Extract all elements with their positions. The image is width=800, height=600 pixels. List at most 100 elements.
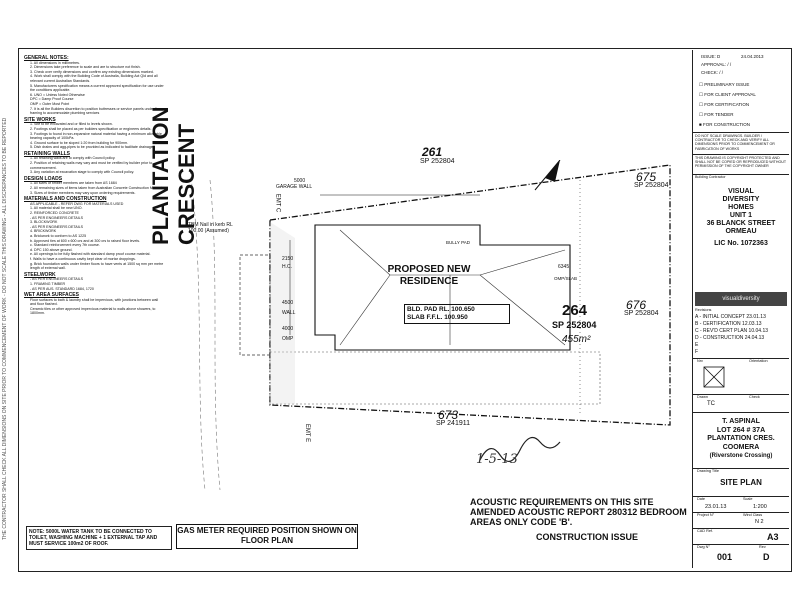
note-item: 3. BLOCKWORK: [30, 220, 58, 225]
dim-2150: 2150: [282, 256, 294, 262]
revisions-list: A - INITIAL CONCEPT 23.01.13 B - CERTIFI…: [695, 314, 787, 356]
note-item: 2. Position of retaining walls may vary …: [30, 161, 153, 170]
checkbox-construction[interactable]: ■ FOR CONSTRUCTION: [699, 122, 750, 127]
note-item: - AS PER AUS. STANDARD 1684, 1720: [30, 286, 94, 291]
lot-area: 455m²: [562, 334, 591, 345]
note-item: c. Standard reinforcement every 7th cour…: [30, 243, 100, 248]
client-name: T. ASPINAL: [722, 418, 760, 425]
garage-label: GARAGE WALL: [276, 184, 313, 190]
checkbox-label: PRELIMINARY ISSUE: [704, 82, 750, 87]
note-item: b. Approved ties at 600 x 600 crs and at…: [30, 238, 141, 243]
north-point-icon: [703, 366, 725, 388]
note-item: d. DPC 150 above ground.: [30, 247, 73, 252]
dwg-label: Dwg N°: [697, 545, 710, 549]
note-item: 5. Dish drains and agg-pipes to be provi…: [30, 145, 154, 150]
note-item: 6. UNO = Unless Noted Otherwise: [30, 92, 85, 97]
note-item: 4. Work shall comply with the Building C…: [30, 74, 158, 83]
checkbox-label: FOR CONSTRUCTION: [702, 122, 750, 127]
note-item: 1. Site to be excavated and or filled to…: [30, 122, 113, 127]
street-label-1: PLANTATION: [148, 106, 173, 246]
north-label: Nrv: [697, 359, 703, 363]
site-works-title: SITE WORKS: [24, 116, 56, 123]
wind-value: N 2: [755, 519, 764, 525]
sp-261: SP 252804: [420, 158, 455, 165]
drawn-value: TC: [707, 401, 715, 407]
issue-label: ISSUE: D: [701, 54, 721, 59]
checkbox-label: FOR CERTIFICATION: [704, 102, 750, 107]
signature-date: 1-5-13: [476, 452, 518, 467]
revision-row: E: [695, 342, 699, 348]
note-item: 1. All material shall be new UNO.: [30, 206, 83, 211]
bld-pad-level: BLD. PAD RL. 100.650: [407, 306, 475, 313]
checkbox-tender[interactable]: ☐ FOR TENDER: [699, 112, 734, 117]
revision-row: B - CERTIFICATION 12.03.13: [695, 321, 762, 327]
checked-label: Check: [749, 395, 760, 399]
bully-pad-label: BULLY PAD: [446, 240, 471, 245]
slab-level: SLAB F.F.L. 100.950: [407, 314, 468, 321]
note-item: OMP = Outer Most Point: [30, 101, 70, 106]
checkbox-certification[interactable]: ☐ FOR CERTIFICATION: [699, 102, 750, 107]
dim-4500: 4500: [282, 300, 294, 306]
date-value: 23.01.13: [705, 504, 727, 510]
revision-row: F: [695, 349, 699, 355]
north-arrow-icon: [534, 160, 561, 191]
company-logo: visualdiversity: [695, 292, 787, 306]
note-item: AS APPLICABLE - REFER DWG FOR MATERIALS …: [30, 201, 124, 206]
revision-row: C - REV'D CERT PLAN 10.04.13: [695, 328, 769, 334]
copyright: THIS DRAWING IS COPYRIGHT PROTECTED AND …: [695, 156, 786, 169]
sp-675: SP 252804: [634, 182, 669, 189]
note-item: 3. Footings to found in non-expansive na…: [30, 131, 162, 141]
scale-label: Scale: [743, 497, 753, 501]
dwg-number: 001: [717, 552, 733, 562]
wet-area-title: WET AREA SURFACES: [24, 292, 79, 299]
licence-number: LIC No. 1072363: [714, 240, 768, 247]
revisions-title: Revisions: [695, 308, 712, 312]
note-item: - AS PER ENGINEERS DETAILS: [30, 277, 84, 282]
issue-date: 24.04.2013: [741, 54, 764, 59]
checkbox-label: FOR CLIENT APPROVAL: [704, 92, 756, 97]
wind-label: Wind Class: [743, 513, 763, 517]
check-label: CHECK: / /: [701, 70, 724, 75]
note-item: 1. All dimensions in millimetres.: [30, 60, 80, 65]
lot-676: 676: [626, 298, 647, 312]
drawing-title: SITE PLAN: [720, 478, 762, 487]
checkbox-label: FOR TENDER: [704, 112, 734, 117]
project-label: Project N°: [697, 513, 715, 517]
sp-264: SP 252804: [552, 320, 597, 330]
note-item: 2. Footings shall be placed as per build…: [30, 126, 152, 131]
client-block: T. ASPINAL LOT 264 # 37A PLANTATION CRES…: [693, 418, 789, 461]
revision-row: D - CONSTRUCTION 24.04.13: [695, 335, 765, 341]
construction-issue: CONSTRUCTION ISSUE: [536, 532, 639, 542]
levels-box: BLD. PAD RL. 100.650 SLAB F.F.L. 100.950: [404, 304, 510, 324]
drawn-label: Drawn: [697, 395, 708, 399]
note-item: e. All openings to be fully flashed with…: [30, 252, 151, 257]
disclaimer: DO NOT SCALE DRAWINGS. BUILDER / CONTRAC…: [695, 134, 775, 151]
dim-6345: 6345: [558, 264, 570, 270]
note-item: a. Brickwork to conform to AS 1225: [30, 233, 87, 238]
steelwork-title: STEELWORK: [24, 271, 56, 278]
design-loads-title: DESIGN LOADS: [24, 175, 63, 182]
orientation-label: Orientation: [749, 359, 768, 363]
side-strip-text: THE CONTRACTOR SHALL CHECK ALL DIMENSION…: [2, 117, 8, 540]
tbm-label: TBM Nail in kerb RL 100.00 (Assumed): [188, 222, 233, 234]
note-item: 5. Manufacturers specification means a c…: [30, 83, 164, 93]
drawing-sheet: [18, 48, 792, 572]
checkbox-client[interactable]: ☐ FOR CLIENT APPROVAL: [699, 92, 756, 97]
note-item: - AS PER ENGINEERS DETAILS: [30, 215, 84, 220]
note-item: 3. Any variation at excavation stage to …: [30, 170, 135, 175]
note-item: 1. All retaining walls are to comply wit…: [30, 156, 116, 161]
lot-261: 261: [422, 145, 443, 159]
general-notes: GENERAL NOTES: 1. All dimensions in mill…: [24, 54, 164, 544]
rev-value: D: [763, 552, 770, 562]
note-item: 1. FRAMING TIMBER: [30, 281, 66, 286]
company-block: VISUAL DIVERSITY HOMES UNIT 1 36 BLANCK …: [693, 188, 789, 248]
approval-label: APPROVAL: / /: [701, 62, 732, 67]
side-strip: THE CONTRACTOR SHALL CHECK ALL DIMENSION…: [2, 118, 14, 560]
rev-label: Rev: [759, 545, 766, 549]
note-item: Ceramic tiles or other approved impervio…: [30, 306, 156, 316]
address-line-2: 36 BLANCK STREET: [706, 220, 776, 227]
building-contractor-label: Building Contractor: [695, 175, 726, 179]
omp-label: OMP: [282, 336, 294, 342]
checkbox-preliminary[interactable]: ☐ PRELIMINARY ISSUE: [699, 82, 750, 87]
lot-264: 264: [562, 302, 588, 319]
